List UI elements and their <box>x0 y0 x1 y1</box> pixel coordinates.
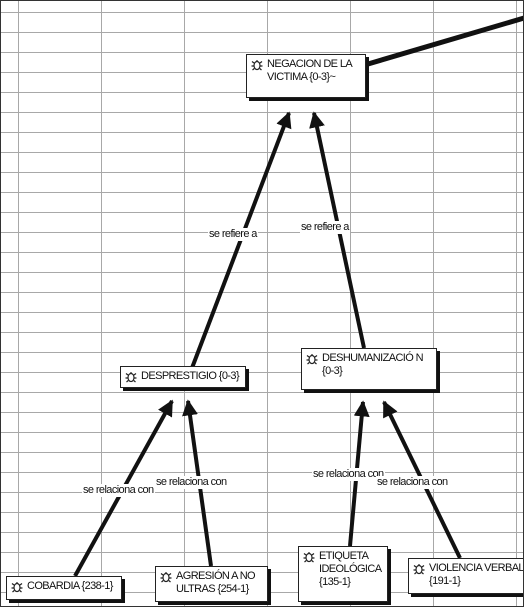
node-etiqueta-ideologica[interactable]: ETIQUETA IDEOLÓGICA {135-1} <box>298 546 388 602</box>
node-negacion-victima[interactable]: NEGACION DE LA VICTIMA {0-3}~ <box>246 54 366 98</box>
code-bug-icon <box>303 552 315 563</box>
link-offscreen-negacion <box>367 15 524 67</box>
link-label-violencia-deshumanizacion: se relaciona con <box>376 476 449 489</box>
code-bug-icon <box>413 564 425 575</box>
node-label: DESPRESTIGIO {0-3} <box>141 370 240 382</box>
link-label-cobardia-desprestigio: se relaciona con <box>82 484 155 497</box>
link-label-agresion-desprestigio: se relaciona con <box>155 476 228 489</box>
node-label: AGRESIÓN A NO ULTRAS {254-1} <box>176 570 256 595</box>
code-bug-icon <box>160 572 172 583</box>
code-bug-icon <box>11 582 23 593</box>
code-bug-icon <box>251 60 263 71</box>
node-cobardia[interactable]: COBARDIA {238-1} <box>6 576 122 600</box>
link-label-desprestigio-negacion: se refiere a <box>208 228 258 241</box>
node-agresion-no-ultras[interactable]: AGRESIÓN A NO ULTRAS {254-1} <box>155 566 268 602</box>
node-label: DESHUMANIZACIÓ N {0-3} <box>322 352 424 377</box>
link-label-etiqueta-deshumanizacion: se relaciona con <box>312 468 385 481</box>
node-label: NEGACION DE LA VICTIMA {0-3}~ <box>267 58 352 83</box>
node-violencia-verbal[interactable]: VIOLENCIA VERBAL {191-1} <box>408 558 524 594</box>
node-label: COBARDIA {238-1} <box>27 580 113 592</box>
node-deshumanizacion[interactable]: DESHUMANIZACIÓ N {0-3} <box>301 348 437 390</box>
node-label: VIOLENCIA VERBAL {191-1} <box>429 562 524 587</box>
link-label-deshumanizacion-negacion: se refiere a <box>300 221 350 234</box>
code-bug-icon <box>125 372 137 383</box>
node-desprestigio[interactable]: DESPRESTIGIO {0-3} <box>120 366 246 388</box>
code-bug-icon <box>306 354 318 365</box>
node-label: ETIQUETA IDEOLÓGICA {135-1} <box>319 550 381 588</box>
